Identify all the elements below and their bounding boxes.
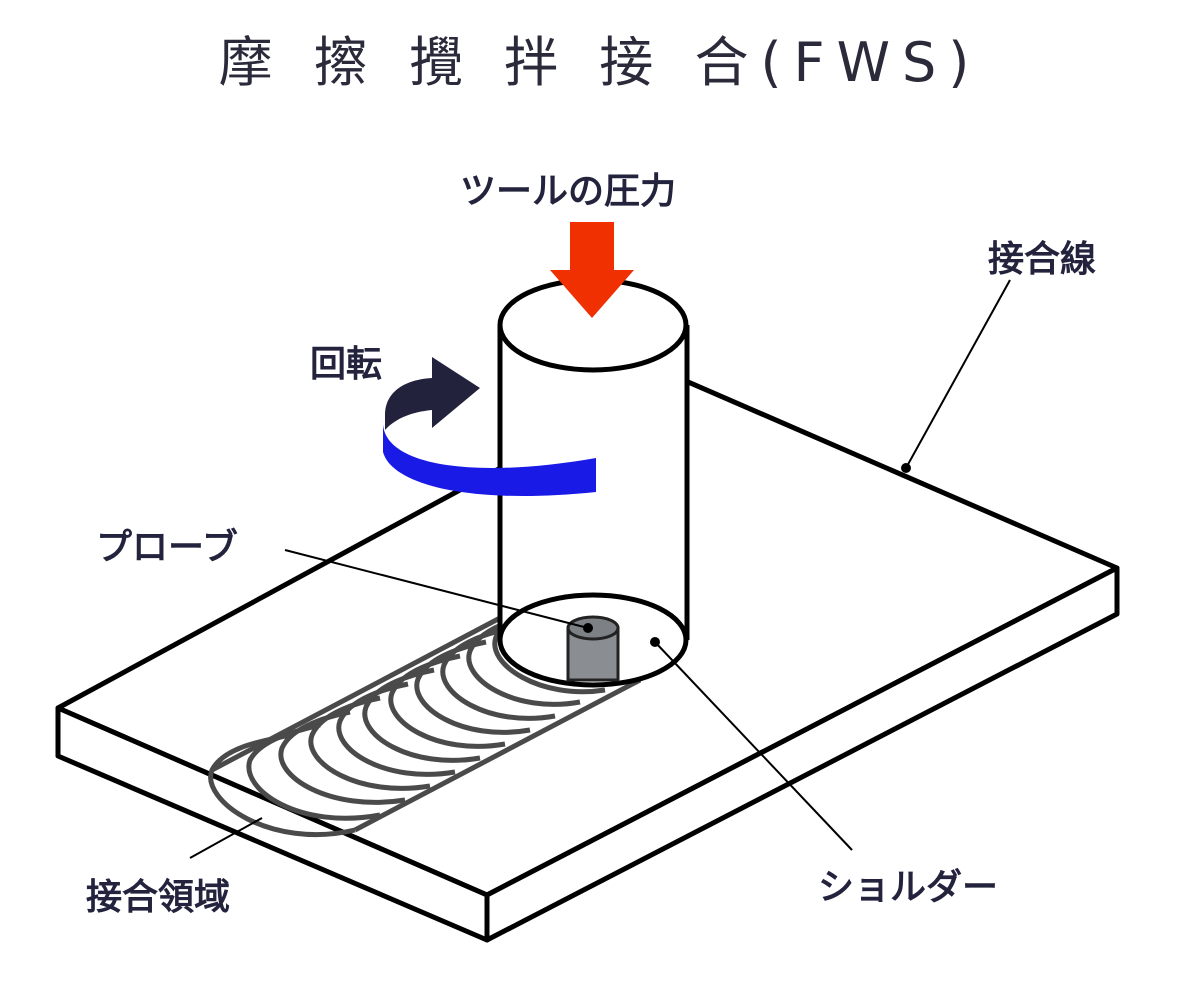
- rotation-label: 回転: [310, 344, 383, 385]
- plate-side-face: [484, 565, 1120, 943]
- leader-lines: [189, 279, 1011, 859]
- diagram-title: 摩 擦 攪 拌 接 合(FWS): [218, 31, 982, 94]
- tool-pressure-label: ツールの圧力: [460, 171, 677, 212]
- joint-area-label: 接合領域: [86, 877, 231, 918]
- shoulder-label: ショルダー: [818, 867, 999, 908]
- curved-arrow-icon: [382, 357, 596, 497]
- weld-ripples: [208, 591, 642, 837]
- down-arrow-icon: [550, 222, 634, 318]
- probe-label: プローブ: [96, 527, 238, 568]
- probe-pin: [566, 615, 620, 682]
- leader-dots: [583, 463, 911, 647]
- joint-line-label: 接合線: [988, 239, 1097, 280]
